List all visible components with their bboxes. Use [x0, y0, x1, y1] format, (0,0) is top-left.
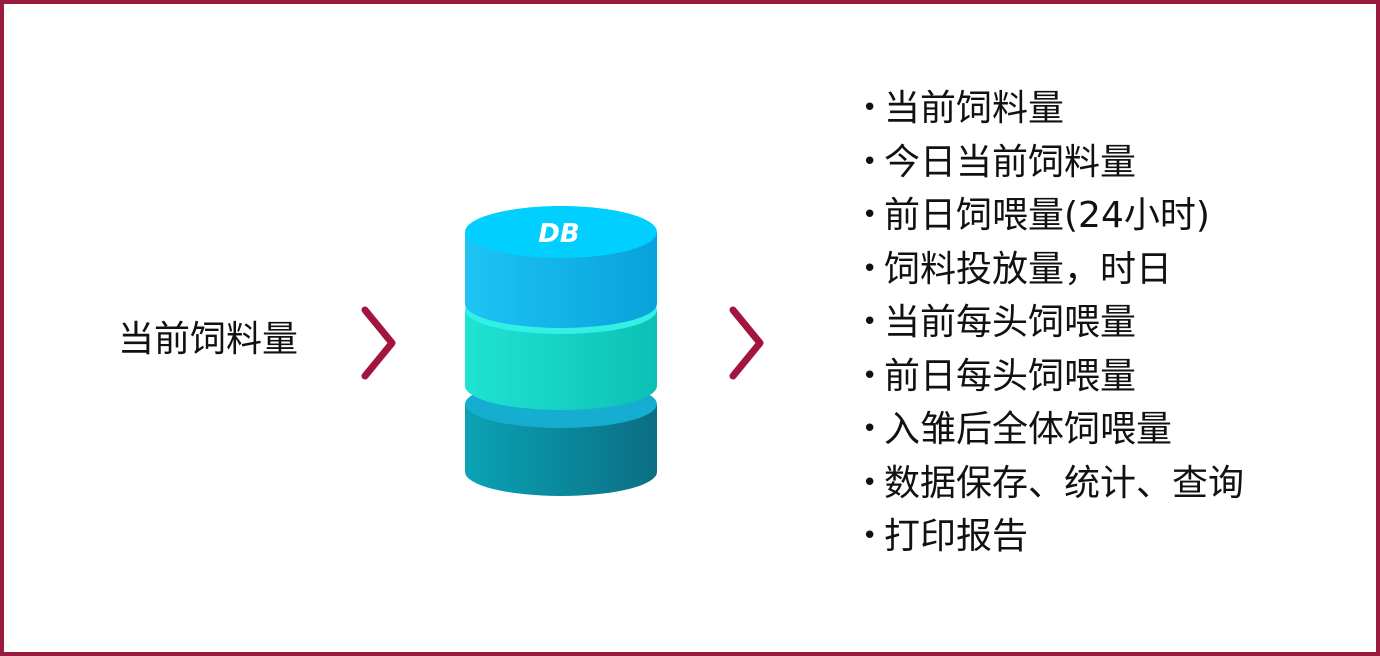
list-item-label: 前日饲喂量(24小时): [884, 195, 1210, 236]
list-item-label: 当前每头饲喂量: [884, 302, 1137, 343]
bullet: •: [862, 307, 878, 337]
list-item: •今日当前饲料量: [862, 136, 1244, 190]
list-item-label: 入雏后全体饲喂量: [884, 409, 1173, 450]
input-label: 当前饲料量: [118, 319, 299, 360]
list-item: •当前饲料量: [862, 82, 1244, 136]
list-item: •饲料投放量，时日: [862, 243, 1244, 297]
list-item-label: 打印报告: [884, 516, 1029, 557]
list-item-label: 当前饲料量: [884, 88, 1065, 129]
chevron-right-icon: [361, 306, 396, 380]
list-item: •打印报告: [862, 510, 1244, 564]
list-item-label: 前日每头饲喂量: [884, 355, 1137, 397]
bullet: •: [862, 253, 878, 284]
bullet: •: [862, 521, 878, 551]
bullet: •: [862, 467, 878, 498]
bullet: •: [862, 414, 878, 444]
db-top-layer: [465, 206, 657, 328]
bullet: •: [862, 146, 878, 177]
bullet: •: [862, 200, 878, 230]
list-item-label: 今日当前饲料量: [884, 141, 1137, 183]
list-item-label: 数据保存、统计、查询: [884, 462, 1245, 504]
database-icon: DB: [465, 206, 657, 496]
list-item: •前日饲喂量(24小时): [862, 189, 1244, 243]
list-item: •数据保存、统计、查询: [862, 457, 1244, 511]
list-item: •前日每头饲喂量: [862, 350, 1244, 404]
list-item-label: 饲料投放量，时日: [884, 248, 1173, 290]
chevron-right-icon: [729, 306, 764, 380]
list-item: •入雏后全体饲喂量: [862, 403, 1244, 457]
bullet: •: [862, 93, 878, 123]
bullet: •: [862, 360, 878, 391]
output-list: •当前饲料量 •今日当前饲料量 •前日饲喂量(24小时) •饲料投放量，时日 •…: [862, 82, 1244, 564]
list-item: •当前每头饲喂量: [862, 296, 1244, 350]
db-label: DB: [538, 219, 579, 249]
